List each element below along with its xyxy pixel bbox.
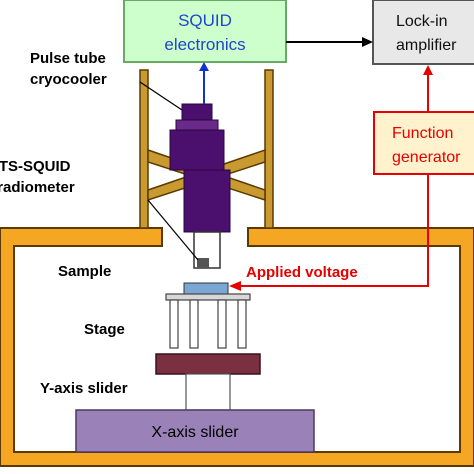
x-axis-slider xyxy=(75,409,315,453)
label-sample: Sample xyxy=(58,263,111,280)
leader-pulse-tube xyxy=(139,81,183,111)
squid-box-line1: SQUID xyxy=(178,11,232,30)
label-applied-voltage: Applied voltage xyxy=(246,264,358,281)
sample xyxy=(183,282,229,295)
function-box-line1: Function xyxy=(392,125,453,142)
label-stage: Stage xyxy=(84,321,125,338)
label-pulse-tube-line2: cryocooler xyxy=(30,71,107,88)
pulse-tube-cryocooler xyxy=(169,103,231,233)
label-pulse-tube-line1: Pulse tube xyxy=(30,50,106,67)
stage xyxy=(165,293,251,349)
label-hts-line2: gradiometer xyxy=(0,179,75,196)
applied-voltage-wire xyxy=(240,174,429,287)
lockin-box-line1: Lock-in xyxy=(396,13,448,30)
squid-to-lockin-arrowhead xyxy=(362,37,373,47)
label-y-axis-slider: Y-axis slider xyxy=(40,380,128,397)
lock-in-amplifier-box xyxy=(372,0,474,65)
function-to-lockin-arrowhead xyxy=(423,65,433,75)
label-hts-line1: HTS-SQUID xyxy=(0,158,71,175)
applied-voltage-arrowhead xyxy=(229,281,241,291)
squid-electronics-box xyxy=(123,0,287,63)
function-box-line2: generator xyxy=(392,149,461,166)
lockin-box-line2: amplifier xyxy=(396,37,457,54)
hts-squid-gradiometer xyxy=(193,231,221,269)
y-axis-slider xyxy=(155,353,261,375)
squid-signal-arrowhead xyxy=(199,62,209,71)
label-x-axis-slider: X-axis slider xyxy=(151,424,239,441)
leader-gradiometer xyxy=(147,199,199,261)
squid-box-line2: electronics xyxy=(164,35,245,54)
y-axis-slider-post xyxy=(185,373,231,411)
chamber-frame xyxy=(0,227,474,467)
